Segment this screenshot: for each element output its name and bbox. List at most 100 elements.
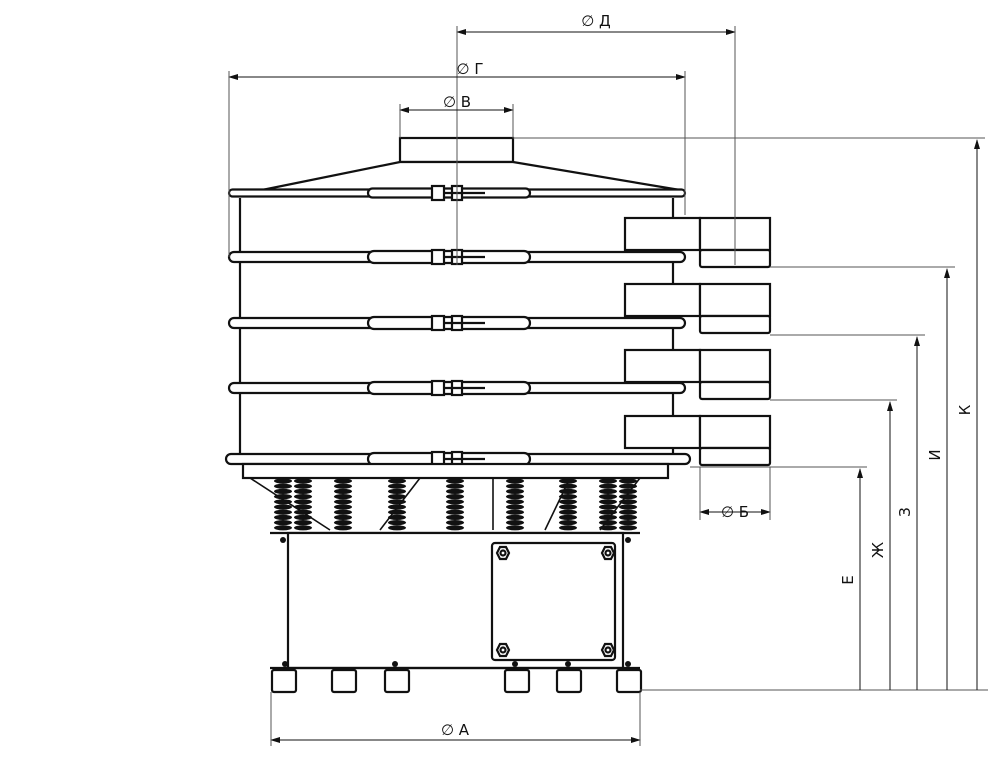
spring-coil	[274, 509, 292, 515]
outlet-spout	[623, 348, 702, 384]
spring-coil	[599, 525, 617, 531]
spring-coil	[599, 509, 617, 515]
spring-coil	[294, 514, 312, 521]
foot	[270, 668, 298, 694]
spring-coil	[559, 483, 577, 489]
buckle-block	[430, 248, 446, 266]
spring-coil	[274, 488, 292, 494]
dimension-lines	[228, 26, 988, 746]
spring-coil	[506, 509, 524, 515]
spring-coil	[388, 494, 406, 500]
base-bolt	[565, 661, 571, 667]
bolt-hole	[604, 549, 612, 557]
spring-coil	[619, 478, 637, 484]
spring-coil	[334, 494, 352, 500]
spring-coil	[274, 520, 292, 526]
spring-coil	[559, 509, 577, 515]
spring-coil	[294, 478, 312, 484]
base-bolt	[282, 661, 288, 667]
spring-coil	[559, 514, 577, 521]
spring-coil	[294, 509, 312, 515]
spring-coil	[388, 488, 406, 494]
spring-coil	[446, 509, 464, 515]
spring-coil	[294, 520, 312, 526]
spring	[446, 478, 464, 543]
spring-coil	[599, 483, 617, 489]
foot	[503, 668, 531, 694]
clamp-buckle	[430, 450, 485, 468]
clamp-buckle	[430, 314, 485, 332]
dim-label-z: З	[896, 507, 914, 517]
dim-label-a: ∅ А	[441, 721, 470, 739]
spring-coil	[559, 488, 577, 494]
spring-coil	[506, 520, 524, 526]
spring-coil	[334, 514, 352, 521]
spring-coil	[334, 520, 352, 526]
buckle-block	[430, 314, 446, 332]
spring-bolt	[625, 537, 631, 543]
spring-coil	[446, 499, 464, 505]
spring-coil	[559, 494, 577, 500]
spring-coil	[599, 499, 617, 505]
bolt-hole	[499, 646, 507, 654]
spring-coil	[446, 525, 464, 531]
foot	[330, 668, 358, 694]
base-bolt	[392, 661, 398, 667]
spring-coil	[619, 514, 637, 521]
spring-coil	[388, 520, 406, 526]
spring-coil	[274, 478, 292, 484]
spring-coil	[619, 504, 637, 510]
spring-coil	[506, 499, 524, 505]
spring-coil	[294, 499, 312, 505]
spring-coil	[506, 494, 524, 500]
spring-coil	[446, 504, 464, 510]
spring-coil	[619, 488, 637, 494]
dim-label-d: ∅ Д	[581, 12, 611, 30]
outlet-flange	[698, 414, 772, 450]
dim-label-k: К	[956, 404, 974, 415]
outlet-lip	[698, 314, 772, 335]
spring-coil	[506, 488, 524, 494]
spring-coil	[599, 504, 617, 510]
dim-label-g: ∅ Г	[457, 60, 484, 78]
spring-coil	[619, 499, 637, 505]
cover-cone	[261, 160, 681, 192]
outlet-spout	[623, 282, 702, 318]
machine-body	[224, 136, 772, 694]
spring-coil	[274, 525, 292, 531]
dim-label-e: Е	[839, 575, 857, 584]
spring-coil	[388, 514, 406, 521]
outlet-lip	[698, 446, 772, 467]
spring-coil	[334, 483, 352, 489]
base-bolt	[512, 661, 518, 667]
outlet-spout	[623, 414, 702, 450]
spring-coil	[294, 525, 312, 531]
spring-coil	[274, 504, 292, 510]
spring-coil	[388, 504, 406, 510]
spring-coil	[446, 514, 464, 521]
spring-coil	[619, 525, 637, 531]
outlet-spout	[623, 216, 702, 252]
spring-coil	[559, 525, 577, 531]
spring-coil	[334, 509, 352, 515]
spring-coil	[506, 514, 524, 521]
spring-coil	[294, 483, 312, 489]
buckle-block	[430, 379, 446, 397]
spring-coil	[506, 478, 524, 484]
spring-coil	[599, 488, 617, 494]
spring-coil	[294, 494, 312, 500]
spring-coil	[619, 509, 637, 515]
spring-coil	[446, 483, 464, 489]
spring-coil	[388, 483, 406, 489]
spring-coil	[334, 504, 352, 510]
spring-coil	[559, 478, 577, 484]
bolt-hole	[604, 646, 612, 654]
spring	[294, 478, 312, 543]
spring-coil	[274, 494, 292, 500]
base-ring	[241, 462, 670, 480]
spring-bolt	[280, 537, 286, 543]
dim-label-v: ∅ В	[443, 93, 471, 111]
spring-coil	[599, 478, 617, 484]
spring	[599, 478, 617, 543]
bolt-hole	[499, 549, 507, 557]
